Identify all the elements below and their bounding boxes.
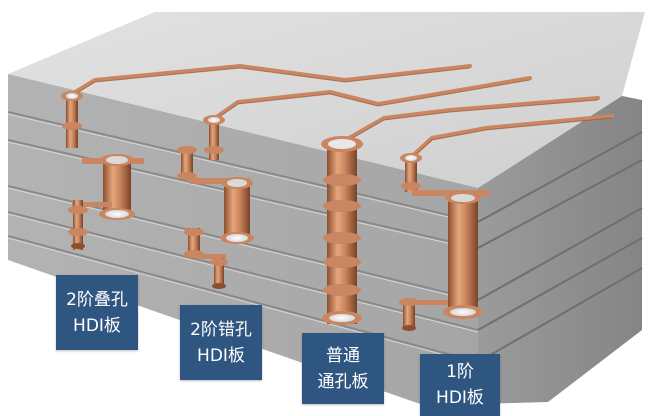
through-hole-via xyxy=(321,136,363,325)
label-staggered-line1: 2阶错孔 xyxy=(190,319,252,340)
label-stacked-line2: HDI板 xyxy=(73,315,121,336)
copper-traces xyxy=(70,64,614,160)
label-first-order-hdi: 1阶 HDI板 xyxy=(420,354,500,416)
copper-trace-shadows xyxy=(71,67,613,161)
label-through-hole-board: 普通 通孔板 xyxy=(302,333,384,404)
label-first-line1: 1阶 xyxy=(446,362,474,382)
label-through-line2: 通孔板 xyxy=(317,371,369,392)
board-side-face xyxy=(478,96,642,404)
label-stacked-via-hdi: 2阶叠孔 HDI板 xyxy=(56,275,138,350)
label-staggered-via-hdi: 2阶错孔 HDI板 xyxy=(180,305,262,380)
label-first-line2: HDI板 xyxy=(436,388,484,408)
label-through-line1: 普通 xyxy=(326,345,360,366)
stacked-via-group xyxy=(61,91,144,250)
board-top-surface xyxy=(8,12,645,188)
first-order-via-group xyxy=(399,153,490,331)
label-staggered-line2: HDI板 xyxy=(197,345,245,366)
label-stacked-line1: 2阶叠孔 xyxy=(66,289,128,310)
side-layer-lines xyxy=(477,131,643,363)
staggered-via-group xyxy=(177,115,254,289)
